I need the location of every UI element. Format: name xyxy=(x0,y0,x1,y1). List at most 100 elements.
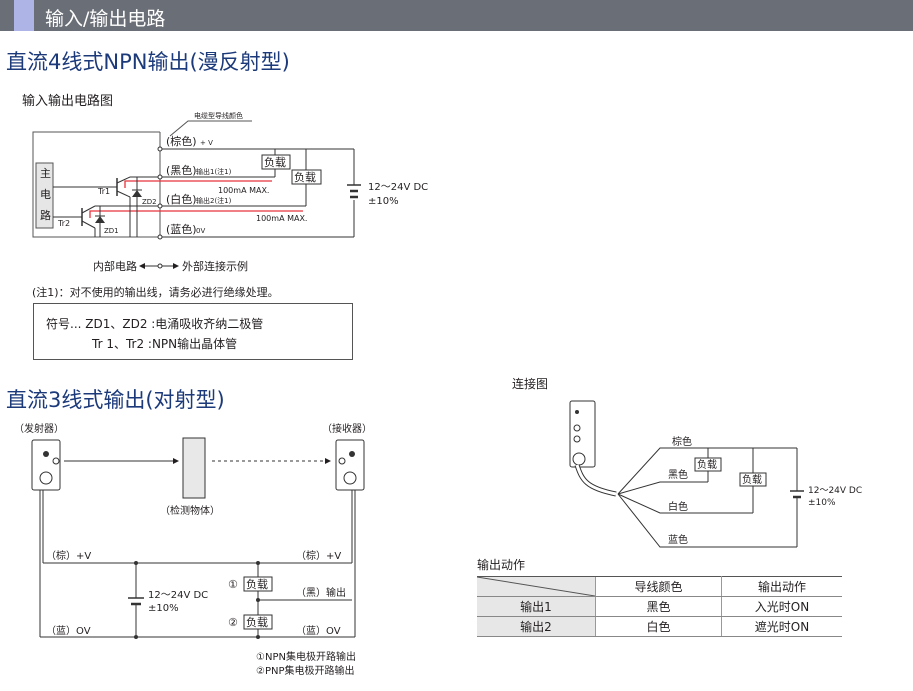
table-cell: 入光时ON xyxy=(721,596,842,617)
current-path-2 xyxy=(89,210,303,218)
arrow-origin xyxy=(157,263,163,269)
action-title: 输出动作 xyxy=(477,558,526,572)
label-brown-suffix: + V xyxy=(200,139,213,147)
load2-label: 负载 xyxy=(294,170,316,184)
table-cell: 输出1 xyxy=(477,596,596,617)
thru-brown-right: （棕）+V xyxy=(296,549,341,562)
output-action-table: 导线颜色 输出动作 输出1 黑色 入光时ON 输出2 白色 遮光时ON xyxy=(477,576,842,637)
emitter-cable-gland xyxy=(39,471,53,485)
thru-load2-label: 负载 xyxy=(246,615,268,629)
label-black-suffix: 输出1(注1) xyxy=(196,167,232,176)
label-blue: (蓝色) xyxy=(166,222,197,236)
npn-circuit-diagram: 主 电 路 负载 负载 100mA MAX. 100mA MAX. xyxy=(32,111,428,273)
conn-black-wire xyxy=(617,481,708,495)
sensor-body xyxy=(569,400,596,468)
thru-node-bottom xyxy=(134,635,138,639)
thru-supply-voltage: 12～24V DC xyxy=(148,590,208,601)
max-current-1: 100mA MAX. xyxy=(218,186,269,195)
table-cell: 输出2 xyxy=(477,616,596,637)
terminal-brown xyxy=(157,146,163,152)
tr2-collector xyxy=(81,205,96,214)
conn-black-label: 黑色 xyxy=(668,468,688,481)
thru-node-top xyxy=(134,561,138,565)
conn-load1-label: 负载 xyxy=(697,458,717,471)
load-node-bottom xyxy=(256,635,260,639)
receiver-lens xyxy=(338,457,346,465)
receiver-cable-gland xyxy=(343,471,357,485)
emitter-lens xyxy=(52,457,60,465)
thru-heading: 直流3线式输出(对射型) xyxy=(6,388,225,412)
label-black: (黑色) xyxy=(166,163,197,177)
receiver-label: （接收器） xyxy=(322,422,372,435)
thru-load1-label: 负载 xyxy=(246,577,268,591)
detected-object xyxy=(182,437,206,499)
main-circuit-label-1: 主 xyxy=(40,167,51,180)
external-example-label: 外部连接示例 xyxy=(182,259,248,273)
label-white: (白色) xyxy=(166,192,197,206)
load-node-mid xyxy=(256,598,260,602)
thru-blue-right: （蓝）OV xyxy=(296,625,341,637)
emitter-label: （发射器） xyxy=(14,422,64,435)
terminal-blue xyxy=(157,234,163,240)
table-row: 输出1 黑色 入光时ON xyxy=(477,596,842,617)
thru-brown-left: （棕）+V xyxy=(46,549,91,562)
main-circuit-label-2: 电 xyxy=(40,188,51,201)
circuit-title: 输入输出电路图 xyxy=(22,94,114,109)
npn-supply-tolerance: ±10% xyxy=(368,196,399,207)
cable-color-label: 电缆型导线颜色 xyxy=(194,111,243,120)
table-cell: 黑色 xyxy=(595,596,722,617)
table-header-row: 导线颜色 输出动作 xyxy=(477,576,842,597)
legend-npn: ①NPN集电极开路输出 xyxy=(256,650,356,663)
zd2-label: ZD2 xyxy=(142,198,157,206)
section-title: 输入/输出电路 xyxy=(45,8,166,30)
note-1: (注1)：对不使用的输出线，请务必进行绝缘处理。 xyxy=(32,286,279,299)
terminal-white xyxy=(157,203,163,209)
sensor-lens-1 xyxy=(573,424,581,432)
symbol-line-1: 符号... ZD1、ZD2 :电涌吸收齐纳二极管 xyxy=(46,317,264,331)
load1-label: 负载 xyxy=(264,155,286,169)
table-row: 输出2 白色 遮光时ON xyxy=(477,616,842,637)
thru-beam-diagram: （发射器） （接收器） （检测物体） xyxy=(14,422,372,677)
tr1-label: Tr1 xyxy=(97,187,110,196)
receiver-sensor xyxy=(335,439,365,491)
table-cell: 白色 xyxy=(595,616,722,637)
legend-pnp: ②PNP集电极开路输出 xyxy=(256,664,355,677)
internal-circuit-label: 内部电路 xyxy=(93,259,137,273)
cable-callout-line xyxy=(169,120,252,137)
conn-white-label: 白色 xyxy=(668,500,688,513)
corner-diagonal xyxy=(477,577,595,596)
conn-supply-voltage: 12～24V DC xyxy=(808,486,862,496)
emitter-sensor xyxy=(31,439,61,491)
zd2-symbol xyxy=(132,190,142,197)
zd1-label: ZD1 xyxy=(104,227,119,235)
main-circuit-label-3: 路 xyxy=(40,209,51,222)
zd1-symbol xyxy=(95,216,105,223)
connection-title: 连接图 xyxy=(512,377,549,391)
npn-supply-voltage: 12～24V DC xyxy=(368,182,428,193)
tr2-emitter xyxy=(81,220,96,229)
internal-enclosure xyxy=(32,131,160,238)
conn-white-wire xyxy=(617,493,753,514)
npn-heading: 直流4线式NPN输出(漫反射型) xyxy=(6,50,290,74)
load1-box xyxy=(261,154,291,170)
label-blue-suffix: 0V xyxy=(196,227,205,235)
terminal-black xyxy=(157,174,163,180)
conn-brown-wire xyxy=(617,447,797,495)
load1-mark: ① xyxy=(228,578,238,591)
conn-supply-tolerance: ±10% xyxy=(808,498,836,508)
thru-blue-left: （蓝）OV xyxy=(46,625,91,637)
emitter-led xyxy=(43,451,49,457)
connection-diagram: 棕色 黑色 白色 蓝色 负载 负载 12～24V DC ±10% xyxy=(569,400,862,548)
object-label: （检测物体） xyxy=(160,504,220,517)
table-header-action: 输出动作 xyxy=(721,576,842,597)
tr1-collector xyxy=(116,176,131,184)
table-header-color: 导线颜色 xyxy=(595,576,722,597)
table-corner-cell xyxy=(477,576,596,597)
section-accent xyxy=(14,0,34,31)
load2-mark: ② xyxy=(228,616,238,629)
thru-supply-tolerance: ±10% xyxy=(148,603,179,614)
label-brown: (棕色) xyxy=(166,134,197,148)
tr2-label: Tr2 xyxy=(57,219,70,228)
table-cell: 遮光时ON xyxy=(721,616,842,637)
